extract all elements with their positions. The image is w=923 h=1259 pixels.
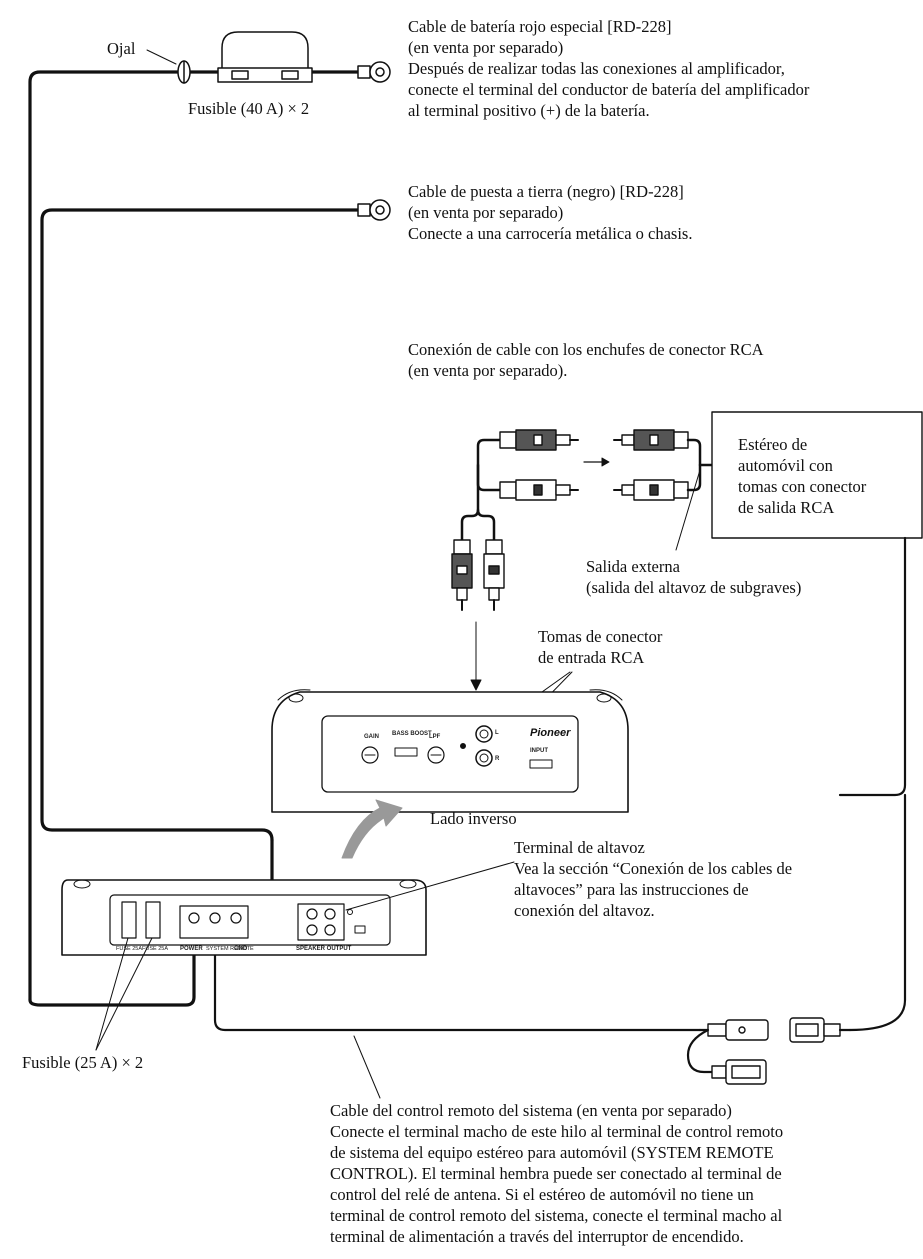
rca-plug-icon bbox=[613, 479, 689, 501]
car-stereo-box bbox=[711, 411, 923, 797]
rca-inputs-text: Tomas de conector de entrada RCA bbox=[538, 626, 662, 668]
amplifier-rear-view bbox=[61, 879, 427, 956]
battery-cable-line: conecte el terminal del conductor de bat… bbox=[408, 80, 810, 99]
battery-cable-line: al terminal positivo (+) de la batería. bbox=[408, 101, 650, 120]
lpf-label: LPF bbox=[429, 734, 441, 740]
remote-cable-line: terminal de alimentación a través del in… bbox=[330, 1227, 744, 1246]
gain-label: GAIN bbox=[364, 734, 379, 740]
battery-cable-line: (en venta por separado) bbox=[408, 38, 564, 57]
speaker-terminal-line: Vea la sección “Conexión de los cables d… bbox=[514, 859, 793, 878]
car-stereo-label: Estéreo de automóvil con tomas con conec… bbox=[738, 434, 916, 518]
ground-ring-terminal-icon bbox=[357, 199, 391, 221]
grommet-label: Ojal bbox=[107, 39, 136, 58]
input-l-label: L bbox=[495, 730, 499, 736]
fuse-40a-label: Fusible (40 A) × 2 bbox=[188, 99, 310, 118]
rca-plug-icon bbox=[483, 539, 505, 611]
remote-cable-line: de sistema del equipo estéreo para autom… bbox=[330, 1143, 774, 1162]
rca-plug-icon bbox=[451, 539, 473, 611]
remote-cable-line: Conecte el terminal macho de este hilo a… bbox=[330, 1122, 784, 1141]
rca-cable-text: Conexión de cable con los enchufes de co… bbox=[408, 339, 764, 381]
bass-boost-label: BASS BOOST bbox=[392, 731, 432, 737]
input-r-label: R bbox=[495, 756, 500, 762]
remote-female-connector-icon bbox=[686, 1019, 769, 1085]
reverse-side-label: Lado inverso bbox=[430, 809, 517, 828]
fuse-holder-40a bbox=[217, 31, 313, 83]
speaker-terminal-text: Terminal de altavoz Vea la sección “Cone… bbox=[514, 837, 792, 921]
rca-cable-line: (en venta por separado). bbox=[408, 361, 568, 380]
battery-cable bbox=[28, 70, 364, 1002]
remote-cable-text: Cable del control remoto del sistema (en… bbox=[330, 1100, 783, 1247]
rca-plug-icon bbox=[499, 479, 579, 501]
battery-ring-terminal-icon bbox=[357, 61, 391, 83]
fuse-a-label: FUSE 25A bbox=[116, 946, 142, 952]
grommet-icon bbox=[177, 60, 191, 84]
external-output-line: Salida externa bbox=[586, 557, 680, 576]
remote-male-connector-icon bbox=[789, 1017, 852, 1043]
battery-cable-line: Después de realizar todas las conexiones… bbox=[408, 59, 785, 78]
power-label: POWER bbox=[180, 946, 203, 952]
car-stereo-line: Estéreo de bbox=[738, 435, 808, 454]
remote-cable-line: control del relé de antena. Si el estére… bbox=[330, 1185, 754, 1204]
rca-plug-icon bbox=[499, 429, 579, 451]
speaker-output-label: SPEAKER OUTPUT bbox=[296, 946, 352, 952]
system-remote-label: SYSTEM REMOTE bbox=[206, 946, 254, 952]
flip-arrow-icon bbox=[341, 799, 403, 859]
rca-plug-icon bbox=[613, 429, 689, 451]
ground-cable-text: Cable de puesta a tierra (negro) [RD-228… bbox=[408, 181, 692, 244]
speaker-terminal-line: Terminal de altavoz bbox=[514, 838, 645, 857]
remote-cable-line: terminal de control remoto del sistema, … bbox=[330, 1206, 783, 1225]
external-output-text: Salida externa (salida del altavoz de su… bbox=[586, 556, 801, 598]
rca-cable-assembly bbox=[460, 438, 502, 542]
ground-label: GND bbox=[234, 946, 248, 952]
car-stereo-line: automóvil con bbox=[738, 456, 833, 475]
battery-cable-line: Cable de batería rojo especial [RD-228] bbox=[408, 17, 672, 36]
pioneer-logo: Pioneer bbox=[530, 727, 571, 739]
rca-inputs-line: de entrada RCA bbox=[538, 648, 645, 667]
amp-rear-panel-labels: FUSE 25A FUSE 25A POWER SYSTEM REMOTE GN… bbox=[116, 946, 352, 952]
car-stereo-line: tomas con conector bbox=[738, 477, 867, 496]
amp-front-panel-labels: GAIN BASS BOOST LPF INPUT L R Pioneer bbox=[364, 727, 571, 762]
amplifier-front-view bbox=[271, 689, 629, 813]
fuse-25a-label: Fusible (25 A) × 2 bbox=[22, 1053, 144, 1072]
battery-cable-text: Cable de batería rojo especial [RD-228] … bbox=[408, 16, 809, 121]
external-output-line: (salida del altavoz de subgraves) bbox=[586, 578, 802, 597]
speaker-terminal-line: altavoces” para las instrucciones de bbox=[514, 880, 749, 899]
remote-cable-line: Cable del control remoto del sistema (en… bbox=[330, 1101, 732, 1120]
car-stereo-line: de salida RCA bbox=[738, 498, 835, 517]
ground-cable-line: Conecte a una carrocería metálica o chas… bbox=[408, 224, 693, 243]
rca-inputs-line: Tomas de conector bbox=[538, 627, 663, 646]
remote-cable-line: CONTROL). El terminal hembra puede ser c… bbox=[330, 1164, 782, 1183]
rca-cable-line: Conexión de cable con los enchufes de co… bbox=[408, 340, 764, 359]
ground-cable-line: Cable de puesta a tierra (negro) [RD-228… bbox=[408, 182, 684, 201]
ground-cable-line: (en venta por separado) bbox=[408, 203, 564, 222]
fuse-b-label: FUSE 25A bbox=[142, 946, 168, 952]
input-label: INPUT bbox=[530, 748, 548, 754]
speaker-terminal-line: conexión del altavoz. bbox=[514, 901, 655, 920]
